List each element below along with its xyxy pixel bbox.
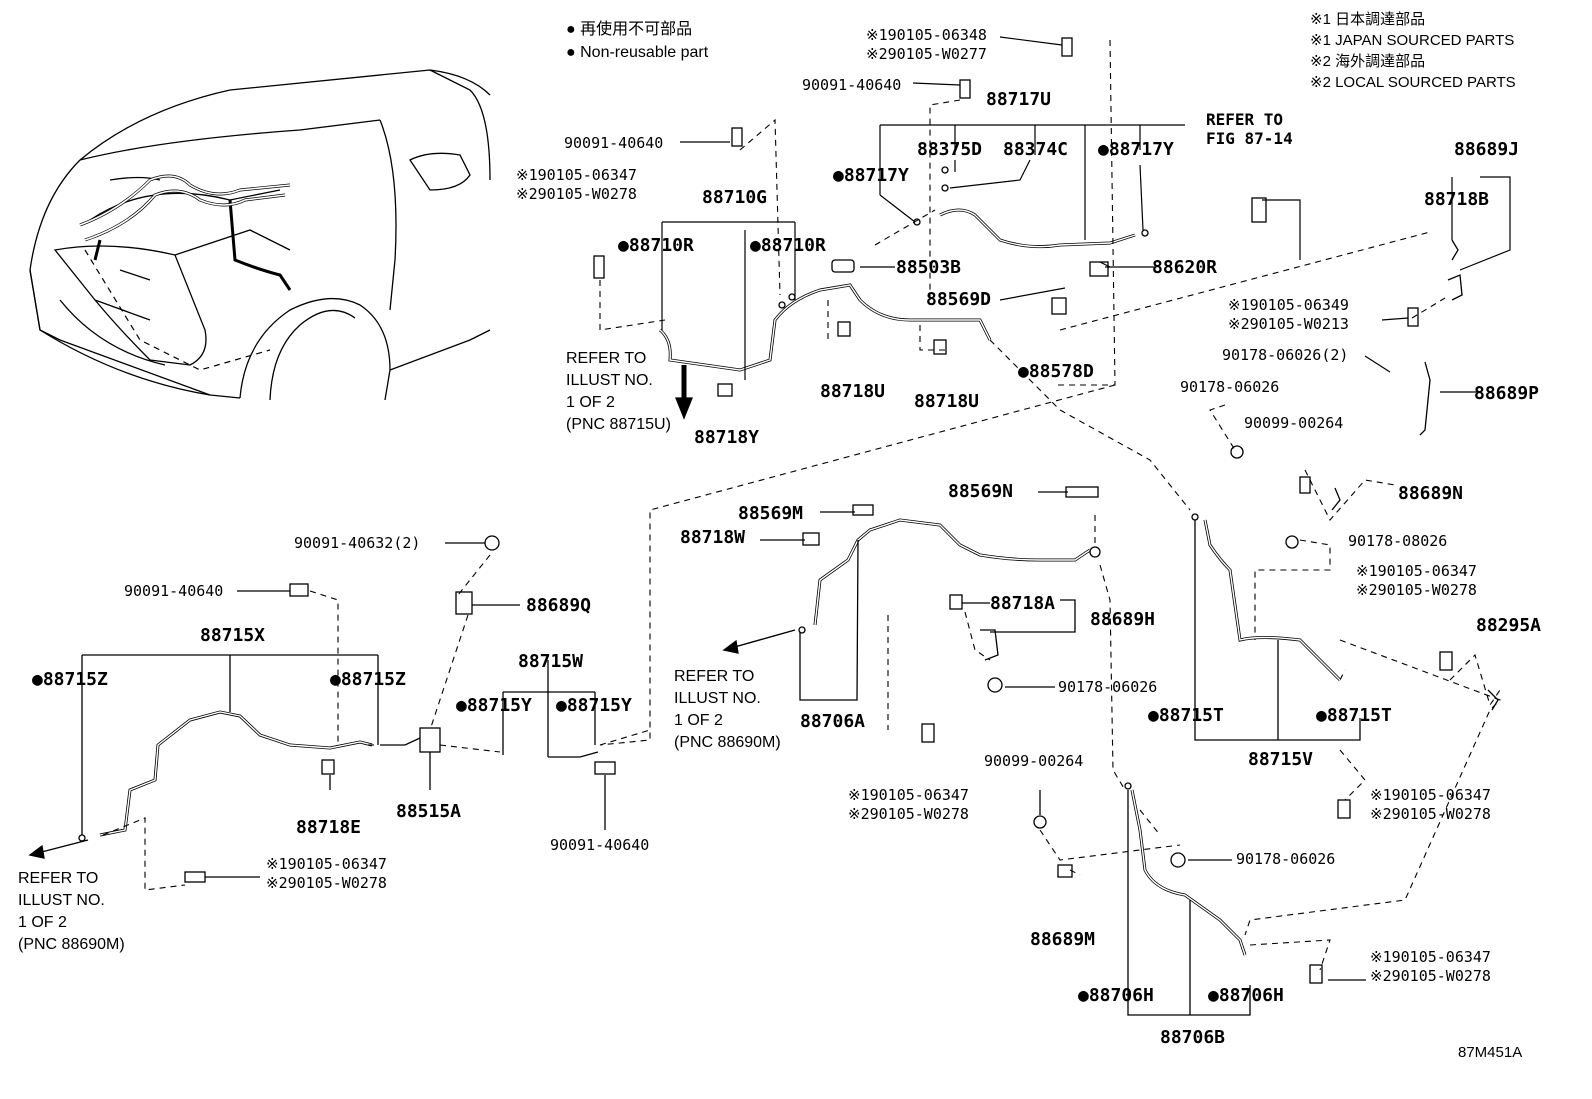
bolt-90105-06347-r2[interactable]: ※190105-06347※290105-W0278 (1370, 786, 1491, 823)
legend-non-reusable-jp: ● 再使用不可部品 (566, 21, 693, 38)
top-center-pipe-assembly (593, 37, 1463, 436)
bolt-90091-40640-left2[interactable]: 90091-40640 (124, 582, 224, 600)
part-88715y-b[interactable]: ●88715Y (556, 695, 632, 716)
bolt-90099-00264-mid[interactable]: 90099-00264 (984, 752, 1084, 770)
part-88374c[interactable]: 88374C (1003, 139, 1069, 160)
part-88689m[interactable]: 88689M (1030, 929, 1096, 950)
bolt-90105-06349[interactable]: ※190105-06349※290105-W0213 (1228, 296, 1349, 333)
bolt-90105-06347-left[interactable]: ※190105-06347※290105-W0278 (266, 855, 387, 892)
part-88715v[interactable]: 88715V (1248, 749, 1314, 770)
part-88689j[interactable]: 88689J (1454, 139, 1520, 160)
bolt-90105-06347-mid[interactable]: ※190105-06347※290105-W0278 (848, 786, 969, 823)
sourcing-note-2: ※1 JAPAN SOURCED PARTS (1310, 32, 1515, 49)
part-88620r[interactable]: 88620R (1152, 257, 1218, 278)
part-88718b[interactable]: 88718B (1424, 189, 1490, 210)
part-88715w[interactable]: 88715W (518, 651, 584, 672)
part-88715z-a[interactable]: ●88715Z (32, 669, 108, 690)
part-88715z-b[interactable]: ●88715Z (330, 669, 406, 690)
figure-id: 87M451A (1458, 1044, 1523, 1061)
part-88715x[interactable]: 88715X (200, 625, 266, 646)
part-88569d[interactable]: 88569D (926, 289, 992, 310)
part-88718u-b[interactable]: 88718U (914, 391, 980, 412)
bolt-90091-40640-left[interactable]: 90091-40640 (564, 134, 664, 152)
part-88706h-a[interactable]: ●88706H (1078, 985, 1154, 1006)
part-88578d[interactable]: ●88578D (1018, 361, 1094, 382)
bolt-90105-06347-r3[interactable]: ※190105-06347※290105-W0278 (1370, 948, 1491, 985)
part-88717y-a[interactable]: ●88717Y (833, 165, 909, 186)
clip-90178-06026-mid[interactable]: 90178-06026 (1058, 678, 1158, 696)
part-88689n[interactable]: 88689N (1398, 483, 1464, 504)
part-88515a[interactable]: 88515A (396, 801, 462, 822)
part-88715y-a[interactable]: ●88715Y (456, 695, 532, 716)
bolt-90099-00264-right[interactable]: 90099-00264 (1244, 414, 1344, 432)
part-88706a[interactable]: 88706A (800, 711, 866, 732)
bolt-90091-40640-bottom[interactable]: 90091-40640 (550, 836, 650, 854)
part-88689h[interactable]: 88689H (1090, 609, 1156, 630)
part-88569n[interactable]: 88569N (948, 481, 1014, 502)
part-88689p[interactable]: 88689P (1474, 383, 1540, 404)
part-88706b[interactable]: 88706B (1160, 1027, 1226, 1048)
legend-non-reusable-en: ● Non-reusable part (566, 44, 709, 61)
clip-90178-06026-2[interactable]: 90178-06026(2) (1222, 346, 1349, 364)
part-88718u-a[interactable]: 88718U (820, 381, 886, 402)
part-88718y[interactable]: 88718Y (694, 427, 760, 448)
part-88710g[interactable]: 88710G (702, 187, 768, 208)
part-88718e[interactable]: 88718E (296, 817, 362, 838)
clip-90178-08026[interactable]: 90178-08026 (1348, 532, 1448, 550)
part-88689q[interactable]: 88689Q (526, 595, 592, 616)
part-88569m[interactable]: 88569M (738, 503, 804, 524)
sourcing-note-4: ※2 LOCAL SOURCED PARTS (1310, 74, 1516, 91)
clip-90178-06026-right[interactable]: 90178-06026 (1180, 378, 1280, 396)
part-88503b[interactable]: 88503B (896, 257, 962, 278)
part-88718a[interactable]: 88718A (990, 593, 1056, 614)
part-88295a[interactable]: 88295A (1476, 615, 1542, 636)
bolt-90105-06348[interactable]: ※190105-06348※290105-W0277 (866, 26, 987, 63)
part-88375d[interactable]: 88375D (917, 139, 983, 160)
part-88710r-b[interactable]: ●88710R (750, 235, 826, 256)
part-88710r-a[interactable]: ●88710R (618, 235, 694, 256)
bolt-90091-40640-top[interactable]: 90091-40640 (802, 76, 902, 94)
sourcing-note-1: ※1 日本調達部品 (1310, 11, 1426, 28)
part-88715t-b[interactable]: ●88715T (1316, 705, 1392, 726)
bolt-90105-06347-r1[interactable]: ※190105-06347※290105-W0278 (1356, 562, 1477, 599)
part-88706h-b[interactable]: ●88706H (1208, 985, 1284, 1006)
part-88718w[interactable]: 88718W (680, 527, 746, 548)
part-88717y-b[interactable]: ●88717Y (1098, 139, 1174, 160)
part-88717u[interactable]: 88717U (986, 89, 1052, 110)
sourcing-note-3: ※2 海外調達部品 (1310, 53, 1426, 70)
clip-90178-06026-low[interactable]: 90178-06026 (1236, 850, 1336, 868)
bolt-90091-40632-2[interactable]: 90091-40632(2) (294, 534, 421, 552)
bolt-90105-06347-topleft[interactable]: ※190105-06347※290105-W0278 (516, 166, 637, 203)
part-88715t-a[interactable]: ●88715T (1148, 705, 1224, 726)
